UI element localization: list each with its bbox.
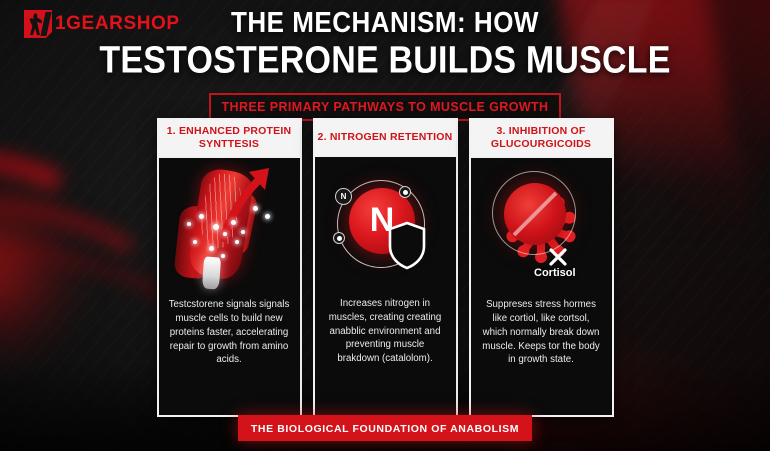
card-3-illustration: Cortisol [471,158,612,296]
card-3-description: Suppreses stress hormes like cortiol, li… [482,299,600,366]
card-2-header: 2. NITROGEN RETENTION [314,120,456,155]
logo-slash-accent [40,12,52,36]
orbit-node-dot [336,235,342,241]
footer-banner: THE BIOLOGICAL FOUNDATION OF ANABOLISM [237,415,533,441]
orbit-node-dot [402,189,408,195]
inhibition-slash-icon [512,191,558,237]
pathway-card-row: 1. ENHANCED PROTEIN SYNTTESIS [0,118,770,418]
spark-dot [223,232,227,237]
card-1-illustration [159,158,300,296]
muscle-fiber-growth-arrow-icon [169,162,289,292]
spark-dot [213,224,219,231]
orbit-node-nitrogen: N [335,188,352,205]
block-x-icon [549,248,567,266]
card-3-body: Cortisol Suppreses stress hormes like co… [470,156,612,415]
spark-dot [187,222,191,227]
card-2-illustration: N N [315,157,456,295]
card-3-title: 3. INHIBITION OF GLUCOURGICOIDS [490,125,592,151]
orbit-node-2 [333,232,345,244]
spark-dot [253,206,258,212]
orbit-node-1 [399,186,411,198]
spark-dot [199,214,204,220]
muscle-tendon [201,256,222,290]
card-2-title: 2. NITROGEN RETENTION [317,130,453,143]
page-title-line2: TESTOSTERONE BUILDS MUSCLE [99,38,671,81]
orbit-node-label: N [340,192,347,201]
spark-dot [193,240,197,245]
card-3-header: 3. INHIBITION OF GLUCOURGICOIDS [470,120,612,157]
spark-dot [241,230,245,235]
athlete-silhouette-icon [29,13,42,35]
cortisol-molecule-blocked-icon: Cortisol [478,163,604,291]
spark-dot [221,254,225,259]
spark-dot [209,246,214,252]
pathway-card-1[interactable]: 1. ENHANCED PROTEIN SYNTTESIS [156,118,302,417]
brand-name: 1GEARSHOP [55,13,180,34]
header-block: THE MECHANISM: HOW TESTOSTERONE BUILDS M… [0,5,770,121]
footer-banner-text: THE BIOLOGICAL FOUNDATION OF ANABOLISM [250,423,520,435]
card-1-body: Testcstorene signals signals muscle cell… [158,156,300,415]
card-2-body: N N Increases nitrogen in mu [314,155,456,415]
atom-orbit-ring [337,180,425,268]
page-title-line1: THE MECHANISM: HOW [231,5,539,39]
gearshop-figure-logo-icon [24,10,52,38]
spark-dot [231,220,236,226]
card-2-description: Increases nitrogen in muscles, creating … [328,298,442,365]
brand-logo[interactable]: 1GEARSHOP [24,10,180,38]
subtitle-text: THREE PRIMARY PATHWAYS TO MUSCLE GROWTH [221,99,549,115]
card-1-description: Testcstorene signals signals muscle cell… [168,299,290,366]
cortisol-label: Cortisol [534,267,576,280]
footer-block: THE BIOLOGICAL FOUNDATION OF ANABOLISM [0,415,770,441]
spark-dot [235,240,239,245]
card-1-header: 1. ENHANCED PROTEIN SYNTTESIS [158,120,300,157]
pathway-card-3[interactable]: 3. INHIBITION OF GLUCOURGICOIDS [468,118,614,417]
nitrogen-atom-shield-icon: N N [325,166,445,286]
molecule-outline-ring [492,171,576,256]
shield-icon [388,221,426,270]
pathway-card-2[interactable]: 2. NITROGEN RETENTION N N [312,118,458,417]
growth-arrow-icon [221,168,269,243]
card-1-title: 1. ENHANCED PROTEIN SYNTTESIS [166,125,292,151]
subtitle-badge: THREE PRIMARY PATHWAYS TO MUSCLE GROWTH [208,92,562,121]
spark-dot [265,214,270,220]
